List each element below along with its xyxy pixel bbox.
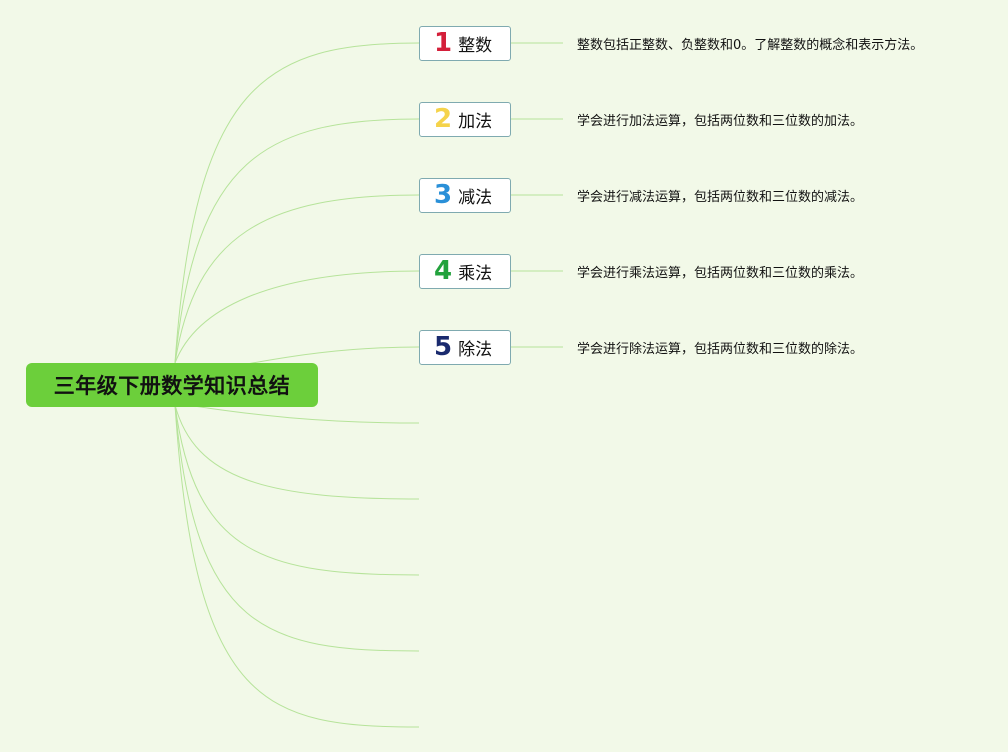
topic-label: 减法 (458, 187, 493, 208)
branch-line-topic-4 (174, 270, 420, 364)
topic-label: 整数 (458, 35, 493, 56)
root-topic-label: 三年级下册数学知识总结 (53, 374, 291, 398)
topic-number-badge: 3 (434, 180, 453, 210)
topic-label: 加法 (458, 111, 493, 132)
branch-line-empty (174, 404, 420, 576)
branch-line-empty (174, 404, 420, 728)
topic-label: 除法 (458, 339, 493, 360)
topic-description[interactable]: 学会进行减法运算，包括两位数和三位数的减法。 (577, 190, 864, 205)
topic-description[interactable]: 学会进行除法运算，包括两位数和三位数的除法。 (577, 342, 864, 357)
topic-number-badge: 5 (434, 332, 453, 362)
branch-line-topic-2 (174, 118, 420, 364)
branch-line-topic-1 (174, 42, 420, 364)
topic-number-badge: 2 (434, 104, 453, 134)
topic-number-badge: 4 (434, 256, 453, 286)
topic-number-badge: 1 (434, 28, 453, 58)
topic-label: 乘法 (458, 263, 493, 284)
branch-line-topic-3 (174, 194, 420, 364)
branch-line-empty (174, 404, 420, 652)
branch-line-empty (174, 404, 420, 500)
branch-line-empty (174, 404, 420, 424)
topic-description[interactable]: 学会进行乘法运算，包括两位数和三位数的乘法。 (577, 266, 864, 281)
root-topic[interactable]: 三年级下册数学知识总结 (26, 363, 318, 407)
topic-description[interactable]: 整数包括正整数、负整数和0。了解整数的概念和表示方法。 (577, 38, 924, 53)
topic-description[interactable]: 学会进行加法运算，包括两位数和三位数的加法。 (577, 114, 864, 129)
